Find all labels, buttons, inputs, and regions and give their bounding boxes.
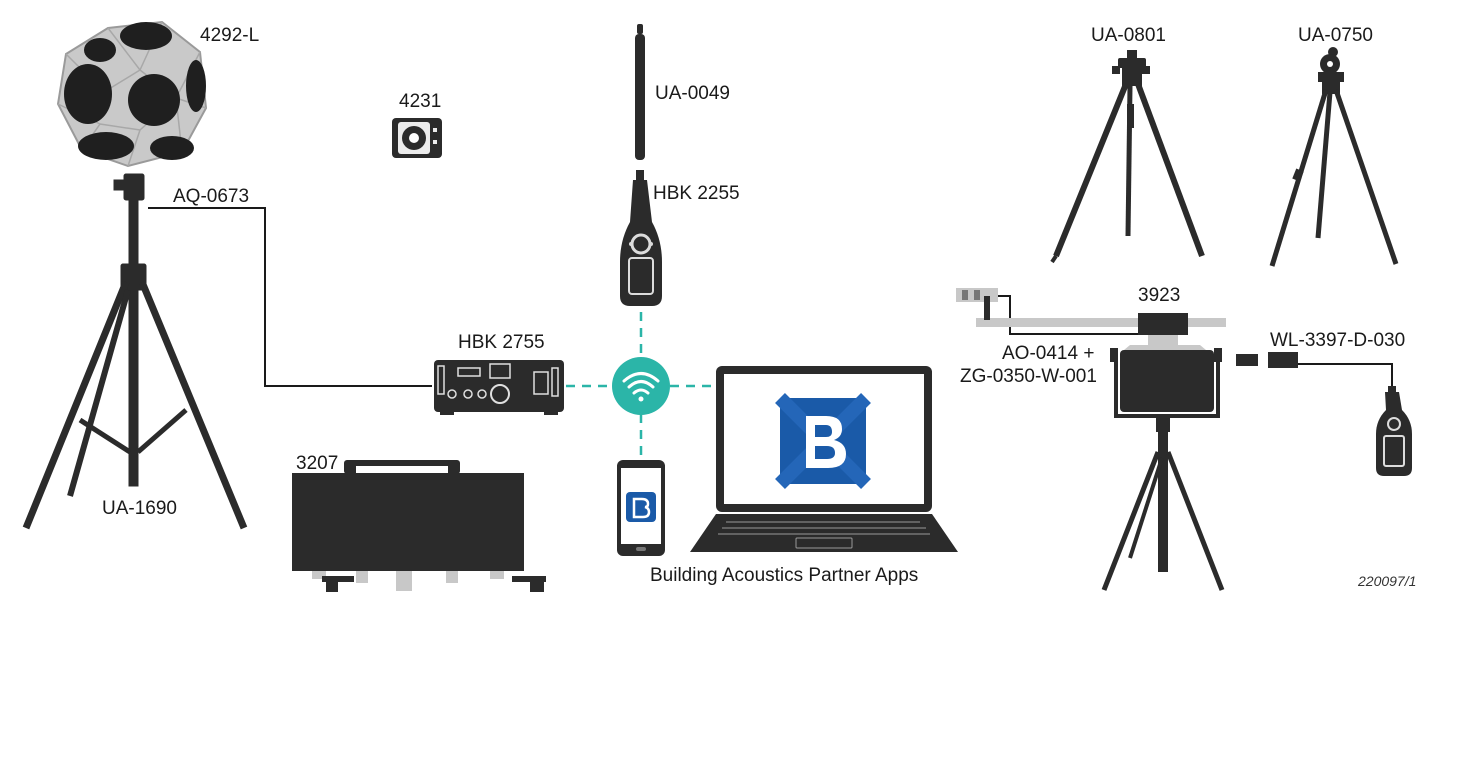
speaker-stand [22, 173, 248, 530]
sound-level-meter-hbk-2255 [620, 170, 662, 306]
label-3923: 3923 [1138, 285, 1180, 306]
label-hbk-2755: HBK 2755 [458, 332, 545, 353]
tripod-ua-0750 [1269, 47, 1399, 267]
label-ua-0049: UA-0049 [655, 83, 730, 104]
tripod-ua-0801 [1050, 50, 1205, 264]
label-ua-0750: UA-0750 [1298, 25, 1373, 46]
smartphone [617, 460, 665, 556]
label-hbk-2255: HBK 2255 [653, 183, 740, 204]
tapping-machine-cable [998, 295, 1393, 388]
tapping-machine-stand [1101, 418, 1225, 591]
dodecahedron-speaker [56, 20, 208, 168]
wifi-icon [612, 357, 670, 415]
aq-0673-cable-line [148, 207, 432, 387]
label-wl-3397: WL-3397-D-030 [1270, 330, 1405, 351]
tapping-machine-3923 [956, 288, 1298, 418]
b-logo-icon [775, 393, 871, 489]
equipment-case-3207 [292, 460, 546, 592]
label-ua-1690: UA-1690 [102, 498, 177, 519]
calibrator-4231 [392, 118, 442, 158]
sound-level-meter-right [1376, 386, 1412, 476]
label-zg-0350: ZG-0350-W-001 [960, 366, 1097, 387]
label-apps: Building Acoustics Partner Apps [650, 565, 918, 586]
label-ao-0414: AO-0414 + [1002, 343, 1094, 364]
label-4231: 4231 [399, 91, 441, 112]
amplifier-hbk-2755 [434, 360, 564, 415]
label-3207: 3207 [296, 453, 338, 474]
label-ua-0801: UA-0801 [1091, 25, 1166, 46]
wireless-links [566, 312, 716, 458]
label-4292-l: 4292-L [200, 25, 259, 46]
microphone-extension-ua-0049 [635, 24, 645, 160]
figure-id: 220097/1 [1357, 573, 1416, 589]
label-aq-0673: AQ-0673 [173, 186, 249, 207]
